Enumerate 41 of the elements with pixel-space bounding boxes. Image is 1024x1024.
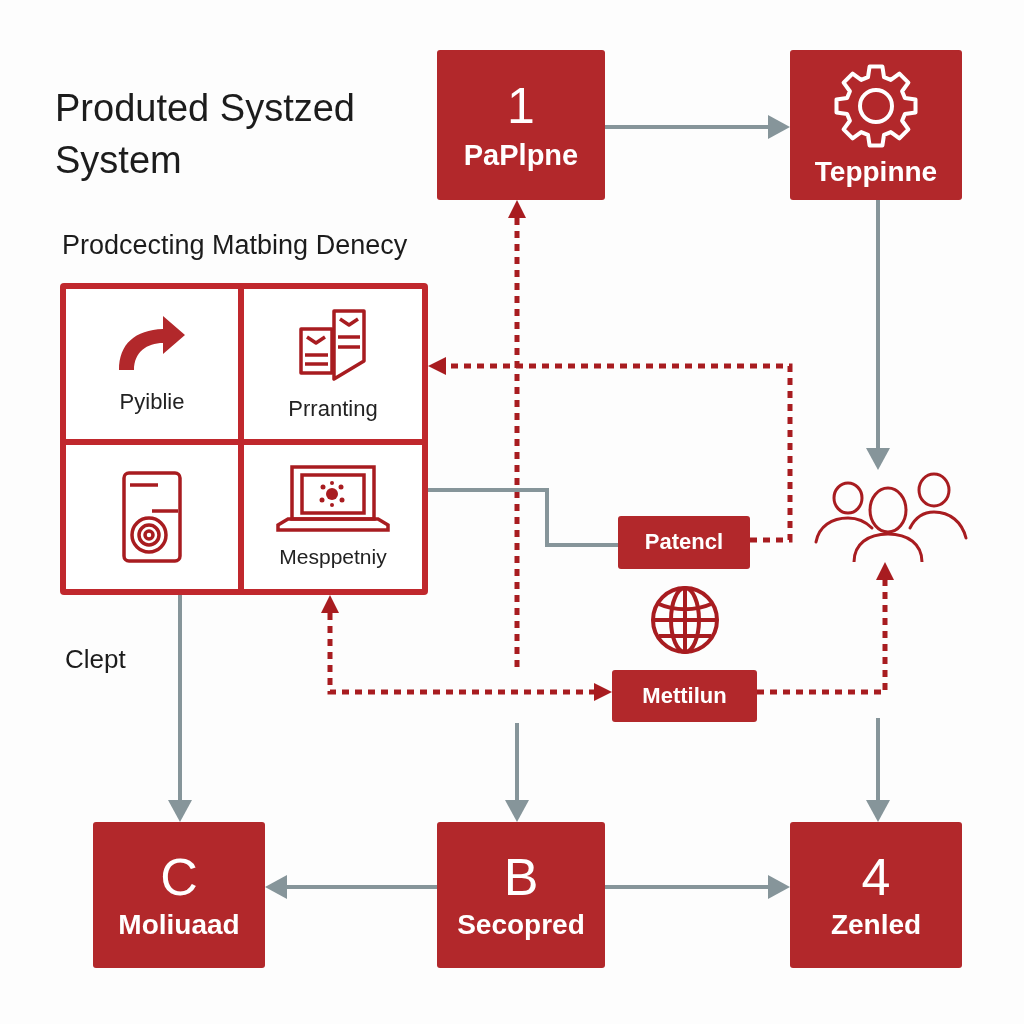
arrow bbox=[866, 718, 890, 822]
arrow bbox=[605, 875, 790, 899]
step-number: B bbox=[503, 849, 539, 907]
arrow bbox=[866, 200, 890, 470]
step-label: Pyiblie bbox=[119, 389, 185, 415]
connector-line bbox=[428, 488, 618, 547]
arrow bbox=[168, 595, 192, 822]
grid-cell bbox=[66, 289, 238, 439]
arrow bbox=[265, 875, 437, 899]
dashed-arrow bbox=[321, 595, 612, 701]
step-label: Mesppetniy bbox=[279, 545, 387, 569]
process-box bbox=[437, 822, 605, 968]
dashed-arrow bbox=[508, 200, 526, 667]
process-box bbox=[790, 50, 962, 200]
arrow bbox=[605, 115, 790, 139]
process-box bbox=[618, 516, 750, 569]
step-label: Secopred bbox=[457, 910, 585, 941]
arrow bbox=[505, 723, 529, 822]
step-number: 1 bbox=[507, 78, 535, 134]
step-label: Mettilun bbox=[642, 683, 727, 709]
step-label: Zenled bbox=[830, 910, 922, 941]
dashed-arrow bbox=[428, 357, 793, 543]
section-heading: Prodcecting Matbing Denecy bbox=[62, 230, 408, 262]
step-label: Moliuaad bbox=[118, 910, 240, 941]
step-label: Teppinne bbox=[814, 156, 938, 188]
diagram-title: Produted Systzed System bbox=[55, 86, 356, 184]
process-box bbox=[612, 670, 757, 722]
grid-cell bbox=[66, 445, 238, 589]
side-label: Clept bbox=[65, 645, 126, 675]
step-label: PaPlpne bbox=[463, 139, 579, 172]
step-number: 4 bbox=[861, 849, 891, 907]
dashed-arrow bbox=[757, 562, 894, 695]
step-label: Patencl bbox=[644, 530, 724, 555]
process-box bbox=[437, 50, 605, 200]
process-box bbox=[790, 822, 962, 968]
grid-panel bbox=[60, 283, 428, 595]
grid-cell bbox=[244, 289, 422, 439]
step-label: Prranting bbox=[288, 396, 378, 422]
grid-cell bbox=[244, 445, 422, 589]
step-number: C bbox=[160, 849, 198, 907]
process-box bbox=[93, 822, 265, 968]
